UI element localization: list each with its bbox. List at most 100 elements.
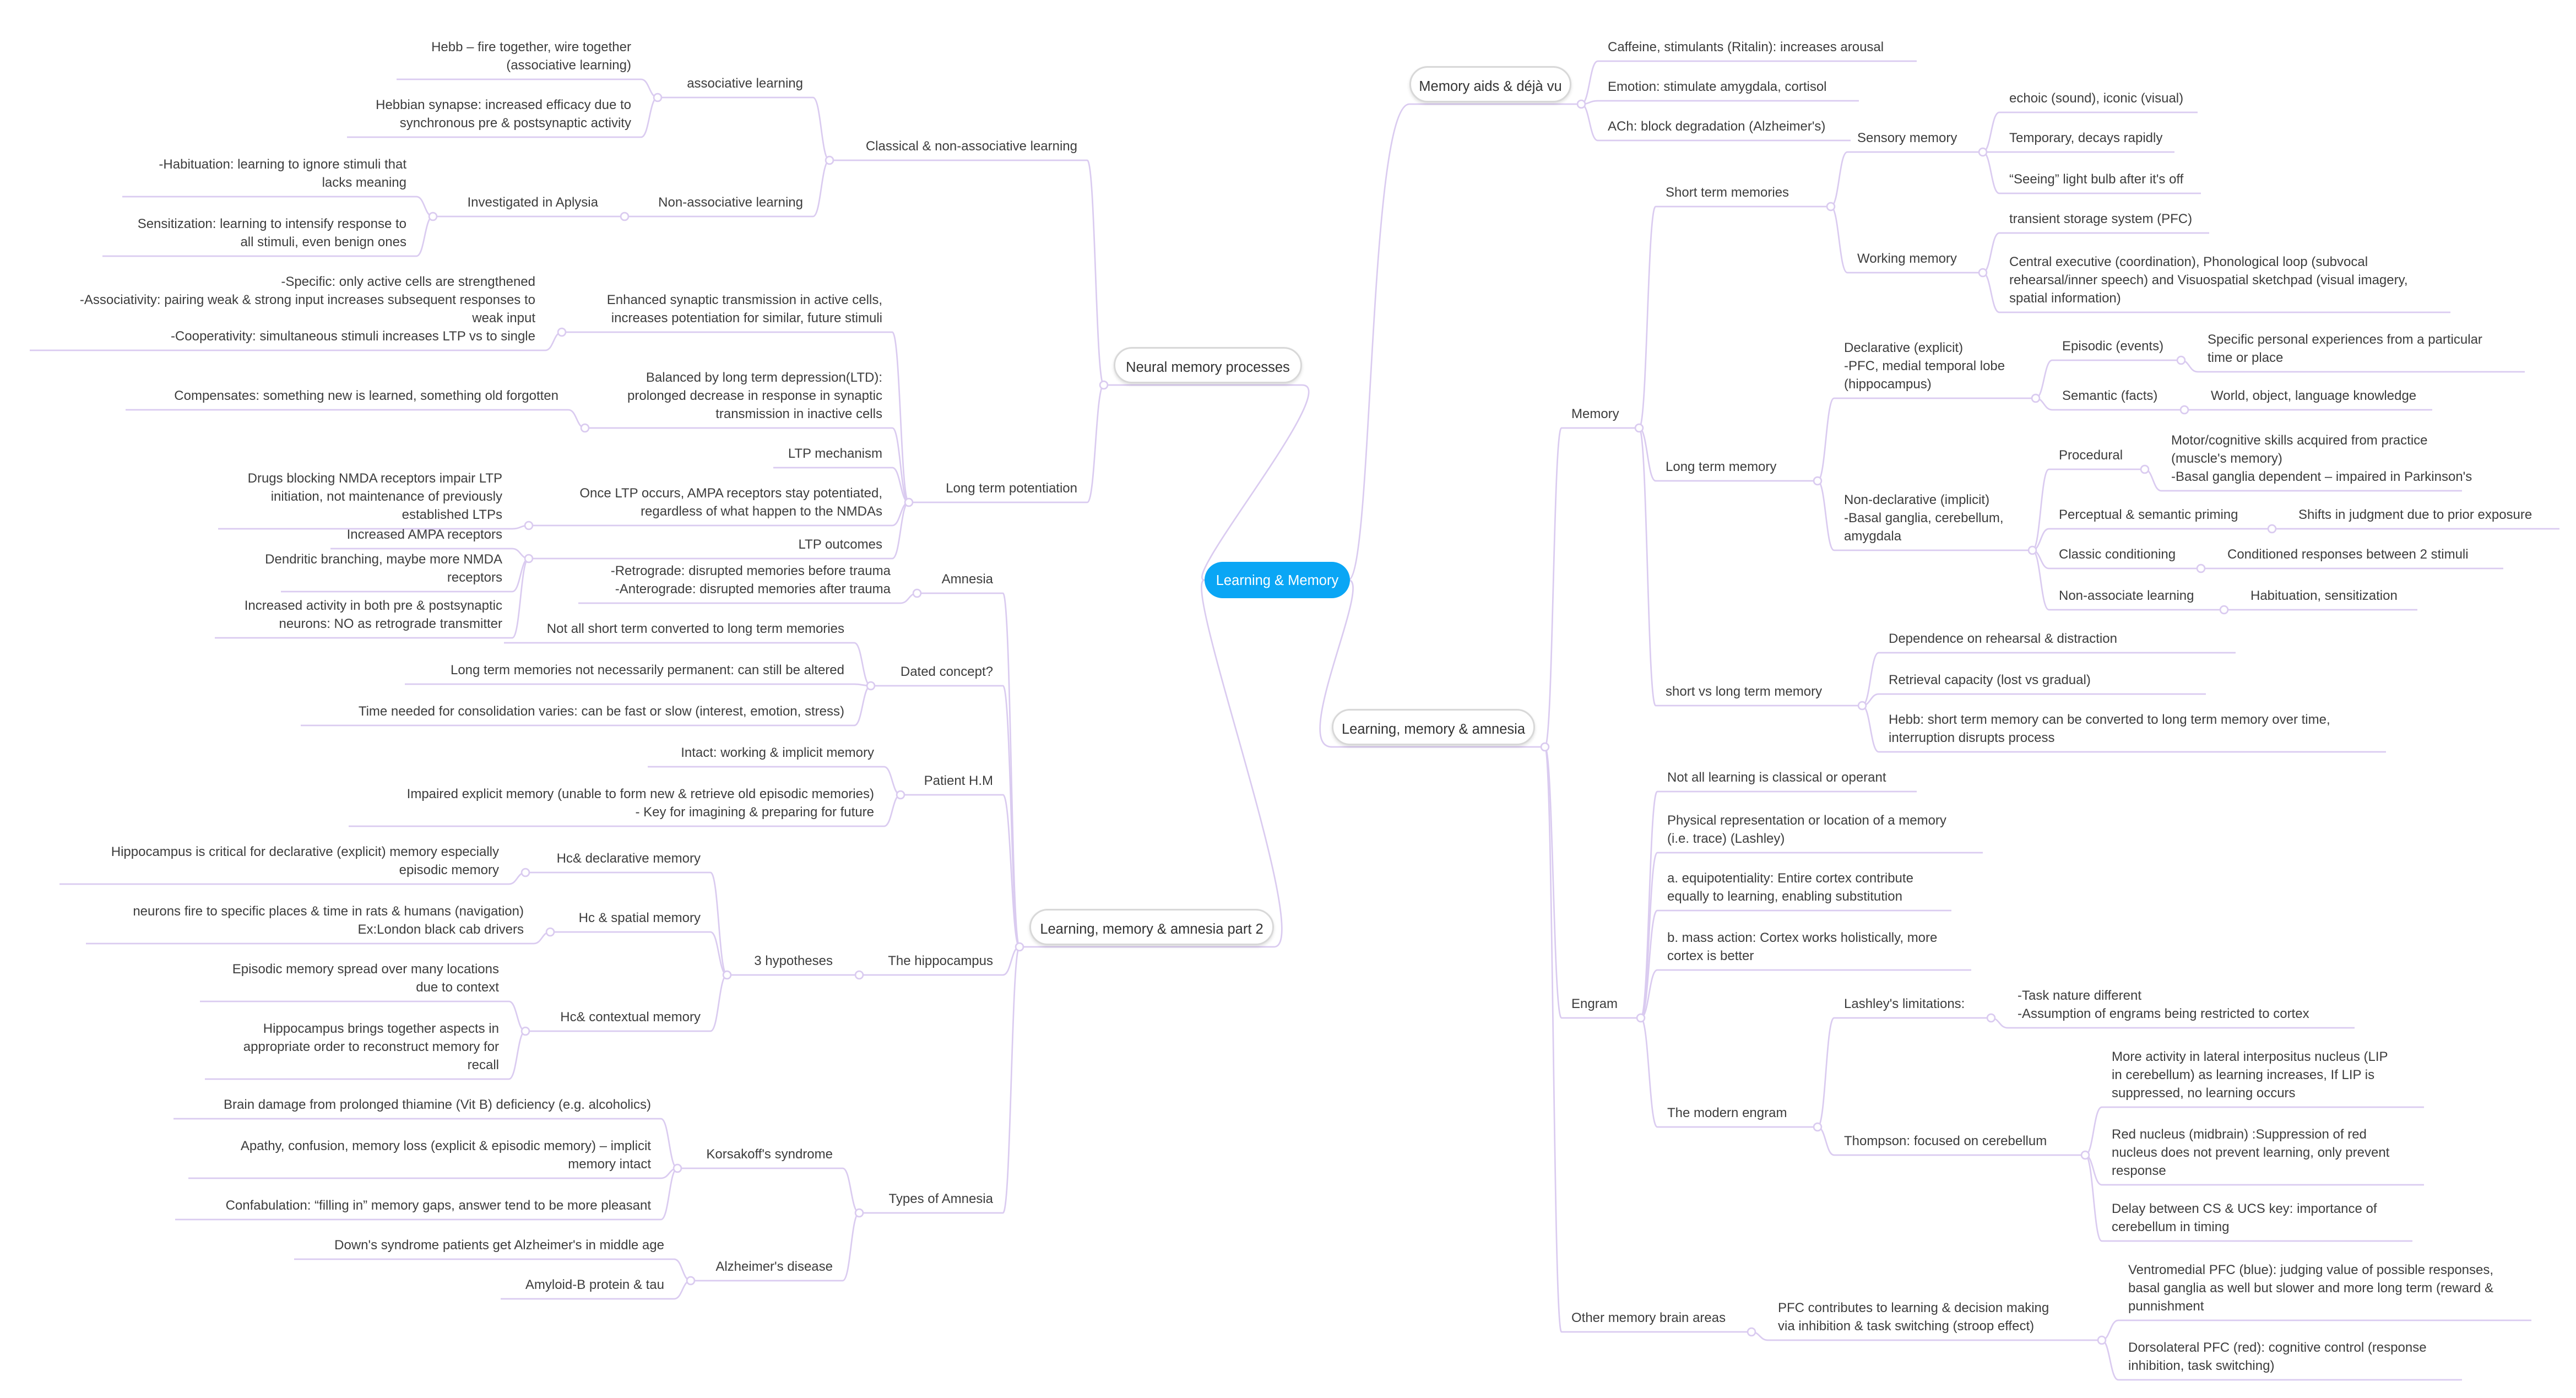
topic[interactable]: Short term memories: [1666, 185, 1789, 200]
topic[interactable]: Specific personal experiences from a par…: [2208, 332, 2482, 365]
collapse-toggle[interactable]: [580, 423, 590, 433]
topic[interactable]: Dendritic branching, maybe more NMDA rec…: [265, 552, 502, 585]
collapse-toggle[interactable]: [1015, 942, 1024, 952]
collapse-toggle[interactable]: [428, 212, 438, 221]
topic[interactable]: Perceptual & semantic priming: [2059, 507, 2238, 522]
topic[interactable]: Semantic (facts): [2062, 388, 2158, 403]
topic[interactable]: b. mass action: Cortex works holisticall…: [1667, 930, 1938, 963]
topic[interactable]: Caffeine, stimulants (Ritalin): increase…: [1608, 40, 1884, 55]
collapse-toggle[interactable]: [620, 212, 630, 221]
topic[interactable]: LTP mechanism: [788, 446, 882, 461]
collapse-toggle[interactable]: [904, 497, 914, 507]
collapse-toggle[interactable]: [2267, 524, 2277, 534]
topic[interactable]: Non-declarative (implicit) -Basal gangli…: [1844, 492, 2004, 544]
topic[interactable]: World, object, language knowledge: [2211, 388, 2417, 403]
collapse-toggle[interactable]: [1636, 1013, 1646, 1023]
topic[interactable]: More activity in lateral interpositus nu…: [2112, 1049, 2388, 1101]
topic[interactable]: Long term potentiation: [946, 481, 1077, 496]
topic[interactable]: Confabulation: “filling in” memory gaps,…: [225, 1198, 651, 1213]
topic[interactable]: Hc& contextual memory: [560, 1010, 701, 1025]
collapse-toggle[interactable]: [1099, 380, 1109, 390]
collapse-toggle[interactable]: [524, 554, 534, 563]
topic[interactable]: Red nucleus (midbrain) :Suppression of r…: [2112, 1127, 2390, 1178]
topic[interactable]: Hebb: short term memory can be converted…: [1889, 712, 2330, 745]
collapse-toggle[interactable]: [1978, 147, 1988, 157]
topic[interactable]: Long term memory: [1666, 459, 1777, 474]
topic[interactable]: a. equipotentiality: Entire cortex contr…: [1667, 871, 1913, 904]
collapse-toggle[interactable]: [2031, 393, 2041, 403]
collapse-toggle[interactable]: [1540, 742, 1550, 752]
topic[interactable]: Other memory brain areas: [1571, 1310, 1726, 1325]
main-topic[interactable]: Memory aids & déjà vu: [1409, 66, 1571, 102]
topic[interactable]: ACh: block degradation (Alzheimer's): [1608, 119, 1826, 134]
topic[interactable]: Motor/cognitive skills acquired from pra…: [2171, 433, 2472, 484]
topic[interactable]: Amyloid-B protein & tau: [525, 1277, 664, 1292]
topic[interactable]: Memory: [1571, 407, 1619, 421]
topic[interactable]: Dorsolateral PFC (red): cognitive contro…: [2128, 1340, 2427, 1373]
topic[interactable]: Procedural: [2059, 448, 2123, 463]
topic[interactable]: Episodic memory spread over many locatio…: [232, 962, 499, 995]
collapse-toggle[interactable]: [2080, 1150, 2090, 1160]
topic[interactable]: Non-associate learning: [2059, 588, 2194, 603]
topic[interactable]: Dependence on rehearsal & distraction: [1889, 631, 2117, 646]
topic[interactable]: Engram: [1571, 996, 1618, 1011]
topic[interactable]: Time needed for consolidation varies: ca…: [358, 704, 844, 719]
topic[interactable]: Korsakoff's syndrome: [706, 1147, 833, 1162]
topic[interactable]: -Habituation: learning to ignore stimuli…: [159, 157, 406, 190]
topic[interactable]: Physical representation or location of a…: [1667, 813, 1946, 846]
topic[interactable]: short vs long term memory: [1666, 684, 1823, 699]
topic[interactable]: Down's syndrome patients get Alzheimer's…: [334, 1238, 664, 1253]
collapse-toggle[interactable]: [1634, 423, 1644, 433]
topic[interactable]: Dated concept?: [900, 664, 993, 679]
topic[interactable]: Increased activity in both pre & postsyn…: [244, 598, 502, 631]
collapse-toggle[interactable]: [866, 681, 876, 691]
topic[interactable]: Declarative (explicit) -PFC, medial temp…: [1844, 340, 2005, 392]
topic[interactable]: Lashley's limitations:: [1844, 996, 1965, 1011]
collapse-toggle[interactable]: [1986, 1013, 1996, 1023]
topic[interactable]: -Specific: only active cells are strengt…: [79, 274, 535, 344]
collapse-toggle[interactable]: [854, 970, 864, 980]
collapse-toggle[interactable]: [722, 970, 732, 980]
topic[interactable]: Hippocampus is critical for declarative …: [111, 844, 499, 877]
topic[interactable]: Long term memories not necessarily perma…: [450, 663, 844, 678]
topic[interactable]: Intact: working & implicit memory: [681, 745, 874, 760]
topic[interactable]: Delay between CS & UCS key: importance o…: [2112, 1201, 2377, 1234]
topic[interactable]: Episodic (events): [2062, 339, 2164, 354]
collapse-toggle[interactable]: [2097, 1335, 2107, 1345]
topic[interactable]: PFC contributes to learning & decision m…: [1778, 1301, 2049, 1334]
collapse-toggle[interactable]: [1826, 202, 1836, 212]
topic[interactable]: Alzheimer's disease: [715, 1259, 833, 1274]
topic[interactable]: Sensitization: learning to intensify res…: [137, 216, 406, 250]
collapse-toggle[interactable]: [1576, 99, 1586, 109]
topic[interactable]: Hebbian synapse: increased efficacy due …: [376, 97, 631, 131]
topic[interactable]: Patient H.M: [924, 773, 993, 788]
topic[interactable]: Hc & spatial memory: [578, 911, 701, 925]
topic[interactable]: Thompson: focused on cerebellum: [1844, 1134, 2047, 1148]
topic[interactable]: LTP outcomes: [798, 537, 882, 552]
topic[interactable]: Types of Amnesia: [888, 1191, 993, 1206]
collapse-toggle[interactable]: [524, 521, 534, 530]
topic[interactable]: Hippocampus brings together aspects in a…: [243, 1021, 499, 1072]
collapse-toggle[interactable]: [912, 588, 922, 598]
collapse-toggle[interactable]: [825, 155, 834, 165]
collapse-toggle[interactable]: [2219, 605, 2229, 615]
collapse-toggle[interactable]: [557, 327, 567, 337]
collapse-toggle[interactable]: [520, 1026, 530, 1036]
topic[interactable]: Drugs blocking NMDA receptors impair LTP…: [247, 471, 502, 522]
collapse-toggle[interactable]: [1857, 701, 1867, 711]
topic[interactable]: Classic conditioning: [2059, 547, 2176, 562]
topic[interactable]: Brain damage from prolonged thiamine (Vi…: [224, 1097, 651, 1112]
topic[interactable]: Apathy, confusion, memory loss (explicit…: [240, 1139, 651, 1172]
topic[interactable]: Not all short term converted to long ter…: [546, 621, 844, 636]
collapse-toggle[interactable]: [545, 927, 555, 937]
topic[interactable]: neurons fire to specific places & time i…: [133, 904, 524, 937]
main-topic[interactable]: Neural memory processes: [1114, 347, 1302, 383]
topic[interactable]: Emotion: stimulate amygdala, cortisol: [1608, 79, 1827, 94]
topic[interactable]: -Task nature different -Assumption of en…: [2018, 988, 2309, 1021]
topic[interactable]: Enhanced synaptic transmission in active…: [606, 292, 882, 326]
topic[interactable]: Sensory memory: [1857, 131, 1957, 145]
collapse-toggle[interactable]: [2027, 545, 2037, 555]
topic[interactable]: Habituation, sensitization: [2250, 588, 2398, 603]
topic[interactable]: Increased AMPA receptors: [346, 527, 502, 542]
topic[interactable]: Central executive (coordination), Phonol…: [2009, 254, 2408, 306]
